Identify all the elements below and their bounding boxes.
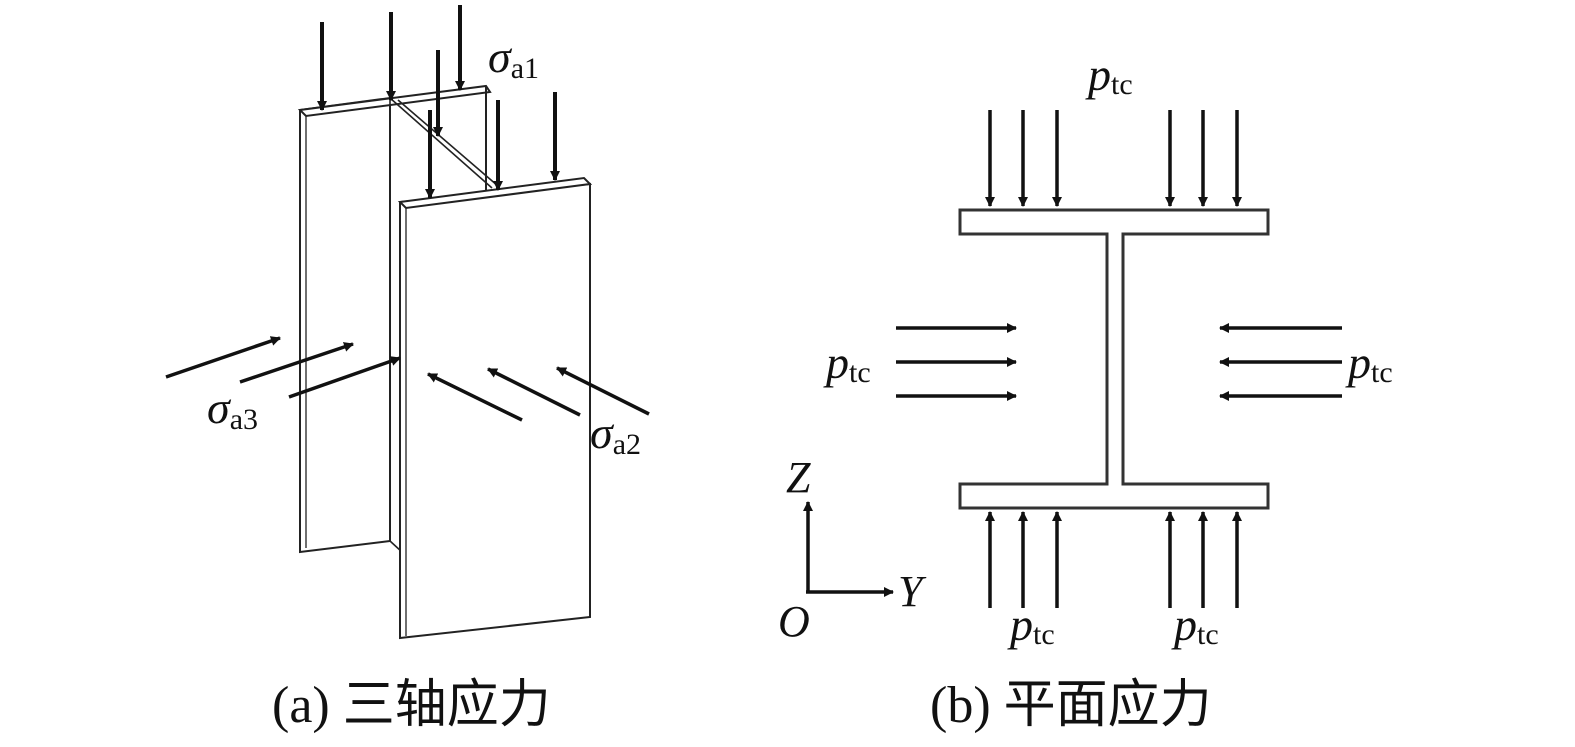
ptc-label-top: ptc xyxy=(1085,49,1133,101)
front-flange xyxy=(397,176,593,640)
i-beam-section xyxy=(958,208,1270,510)
sigma-a2-arrows xyxy=(427,366,650,422)
coordinate-axes xyxy=(803,501,894,597)
z-axis-label: Z xyxy=(786,453,811,502)
panel-a-triaxial: σa1 σa3 σa2 (a) 三轴应力 xyxy=(165,5,650,734)
load-arrow xyxy=(239,342,354,384)
load-arrow xyxy=(427,372,523,422)
web xyxy=(389,97,499,553)
sigma-a1-arrows xyxy=(317,5,560,199)
left-load-arrows xyxy=(896,323,1017,401)
sigma-a3-arrows xyxy=(165,336,401,399)
top-load-arrows xyxy=(985,110,1242,207)
ptc-label-bottom-left: ptc xyxy=(1007,599,1055,651)
origin-label: O xyxy=(778,597,810,646)
caption-b: (b) 平面应力 xyxy=(930,677,1212,734)
ptc-label-right: ptc xyxy=(1345,337,1393,389)
load-arrow xyxy=(288,356,401,399)
ptc-label-left: ptc xyxy=(823,337,871,389)
sigma-a3-label: σa3 xyxy=(207,382,258,436)
y-axis-label: Y xyxy=(898,567,927,616)
load-arrow xyxy=(556,366,650,416)
caption-a: (a) 三轴应力 xyxy=(272,677,551,734)
sigma-a1-label: σa1 xyxy=(488,31,539,85)
panel-b-plane: ptc ptc ptc ptc ptc Z Y O (b) 平面应力 xyxy=(778,49,1393,734)
load-arrow xyxy=(487,367,581,417)
right-load-arrows xyxy=(1219,323,1342,401)
bottom-load-arrows xyxy=(985,511,1242,608)
ptc-label-bottom-right: ptc xyxy=(1171,599,1219,651)
sigma-a2-label: σa2 xyxy=(590,407,641,461)
load-arrow xyxy=(165,336,281,379)
